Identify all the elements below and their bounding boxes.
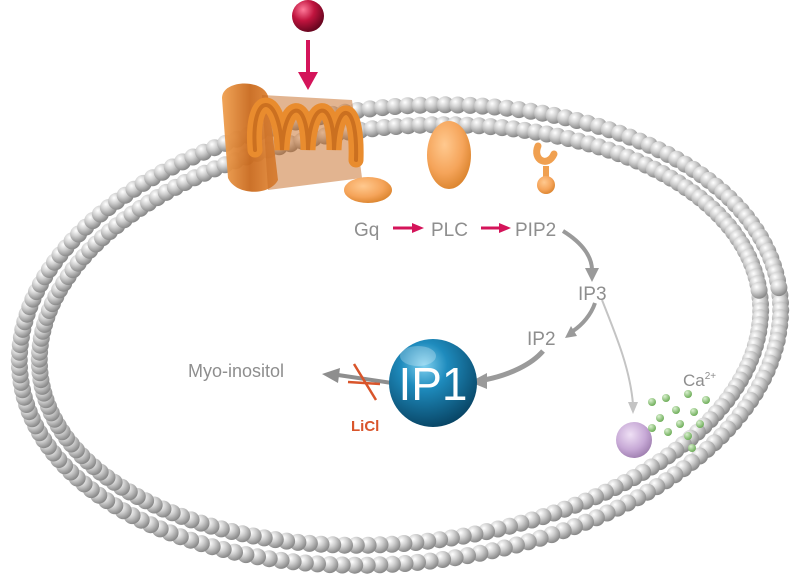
membrane-bead — [309, 555, 326, 573]
licl-inhibition-mark — [347, 363, 381, 401]
er-vesicle — [616, 422, 652, 458]
membrane-bead — [436, 96, 454, 114]
calcium-ion-dot — [662, 394, 670, 402]
cell-membrane — [10, 96, 790, 574]
calcium-ion-dot — [672, 406, 680, 414]
calcium-ion-dot — [688, 444, 696, 452]
membrane-bead — [374, 99, 391, 117]
membrane-bead — [461, 96, 479, 114]
membrane-bead — [434, 551, 452, 568]
calcium-ions — [648, 390, 710, 452]
plc-to-pip2-arrow — [481, 223, 511, 233]
membrane-bead — [386, 98, 404, 115]
gq-protein — [344, 177, 392, 203]
membrane-bead — [347, 536, 365, 554]
calcium-symbol: Ca — [683, 371, 705, 390]
calcium-ion-dot — [664, 428, 672, 436]
membrane-bead — [371, 536, 389, 554]
membrane-bead — [359, 536, 377, 554]
ligand-binding-arrow — [298, 40, 318, 90]
ip3-label: IP3 — [578, 284, 607, 305]
plc-enzyme — [427, 121, 471, 189]
membrane-bead — [383, 535, 401, 553]
membrane-bead — [770, 279, 788, 297]
membrane-bead — [411, 96, 429, 114]
membrane-bead — [486, 98, 504, 116]
gq-label: Gq — [354, 220, 379, 241]
membrane-bead — [474, 97, 491, 115]
membrane-bead — [396, 555, 414, 572]
calcium-ion-dot — [702, 396, 710, 404]
myo-inositol-label: Myo-inositol — [188, 361, 284, 381]
membrane-bead — [383, 555, 401, 573]
calcium-ion-dot — [684, 390, 692, 398]
ip2-label: IP2 — [527, 329, 556, 350]
membrane-bead — [296, 554, 314, 572]
membrane-bead — [361, 100, 379, 118]
membrane-bead — [321, 556, 339, 574]
ip3-to-er-arrow — [601, 299, 638, 414]
ip1-label: IP1 — [398, 358, 467, 410]
membrane-bead — [371, 556, 389, 574]
pip2-to-ip3-arrow — [561, 229, 599, 282]
membrane-bead — [411, 116, 429, 134]
calcium-ion-dot — [676, 420, 684, 428]
pip2-lipid — [533, 142, 558, 194]
membrane-bead — [399, 97, 417, 115]
ip3-to-ip2-arrow — [565, 302, 597, 338]
calcium-label: Ca2+ — [683, 371, 716, 390]
membrane-bead — [446, 549, 464, 567]
plc-label: PLC — [431, 220, 468, 241]
calcium-ion-dot — [656, 414, 664, 422]
gq-to-plc-arrow — [393, 223, 424, 233]
ip1-sphere — [389, 339, 477, 427]
calcium-ion-dot — [648, 424, 656, 432]
licl-label: LiCl — [351, 418, 379, 435]
calcium-ion-dot — [648, 398, 656, 406]
membrane-bead — [346, 556, 364, 574]
membrane-bead — [333, 556, 351, 574]
ligand-sphere — [292, 0, 324, 32]
membrane-bead — [449, 96, 467, 114]
calcium-ion-dot — [690, 408, 698, 416]
calcium-ion-dot — [696, 420, 704, 428]
ip1-to-myo-inositol-arrow — [322, 368, 393, 385]
membrane-bead — [750, 281, 768, 299]
membrane-bead — [421, 552, 439, 570]
gpcr-receptor — [222, 83, 364, 192]
membrane-bead — [399, 117, 417, 135]
membrane-bead — [424, 96, 442, 114]
membrane-bead — [409, 553, 426, 571]
ip2-to-ip1-arrow — [470, 349, 545, 389]
calcium-charge: 2+ — [705, 371, 717, 382]
pip2-label: PIP2 — [515, 220, 556, 241]
calcium-ion-dot — [684, 432, 692, 440]
membrane-bead — [358, 556, 376, 574]
